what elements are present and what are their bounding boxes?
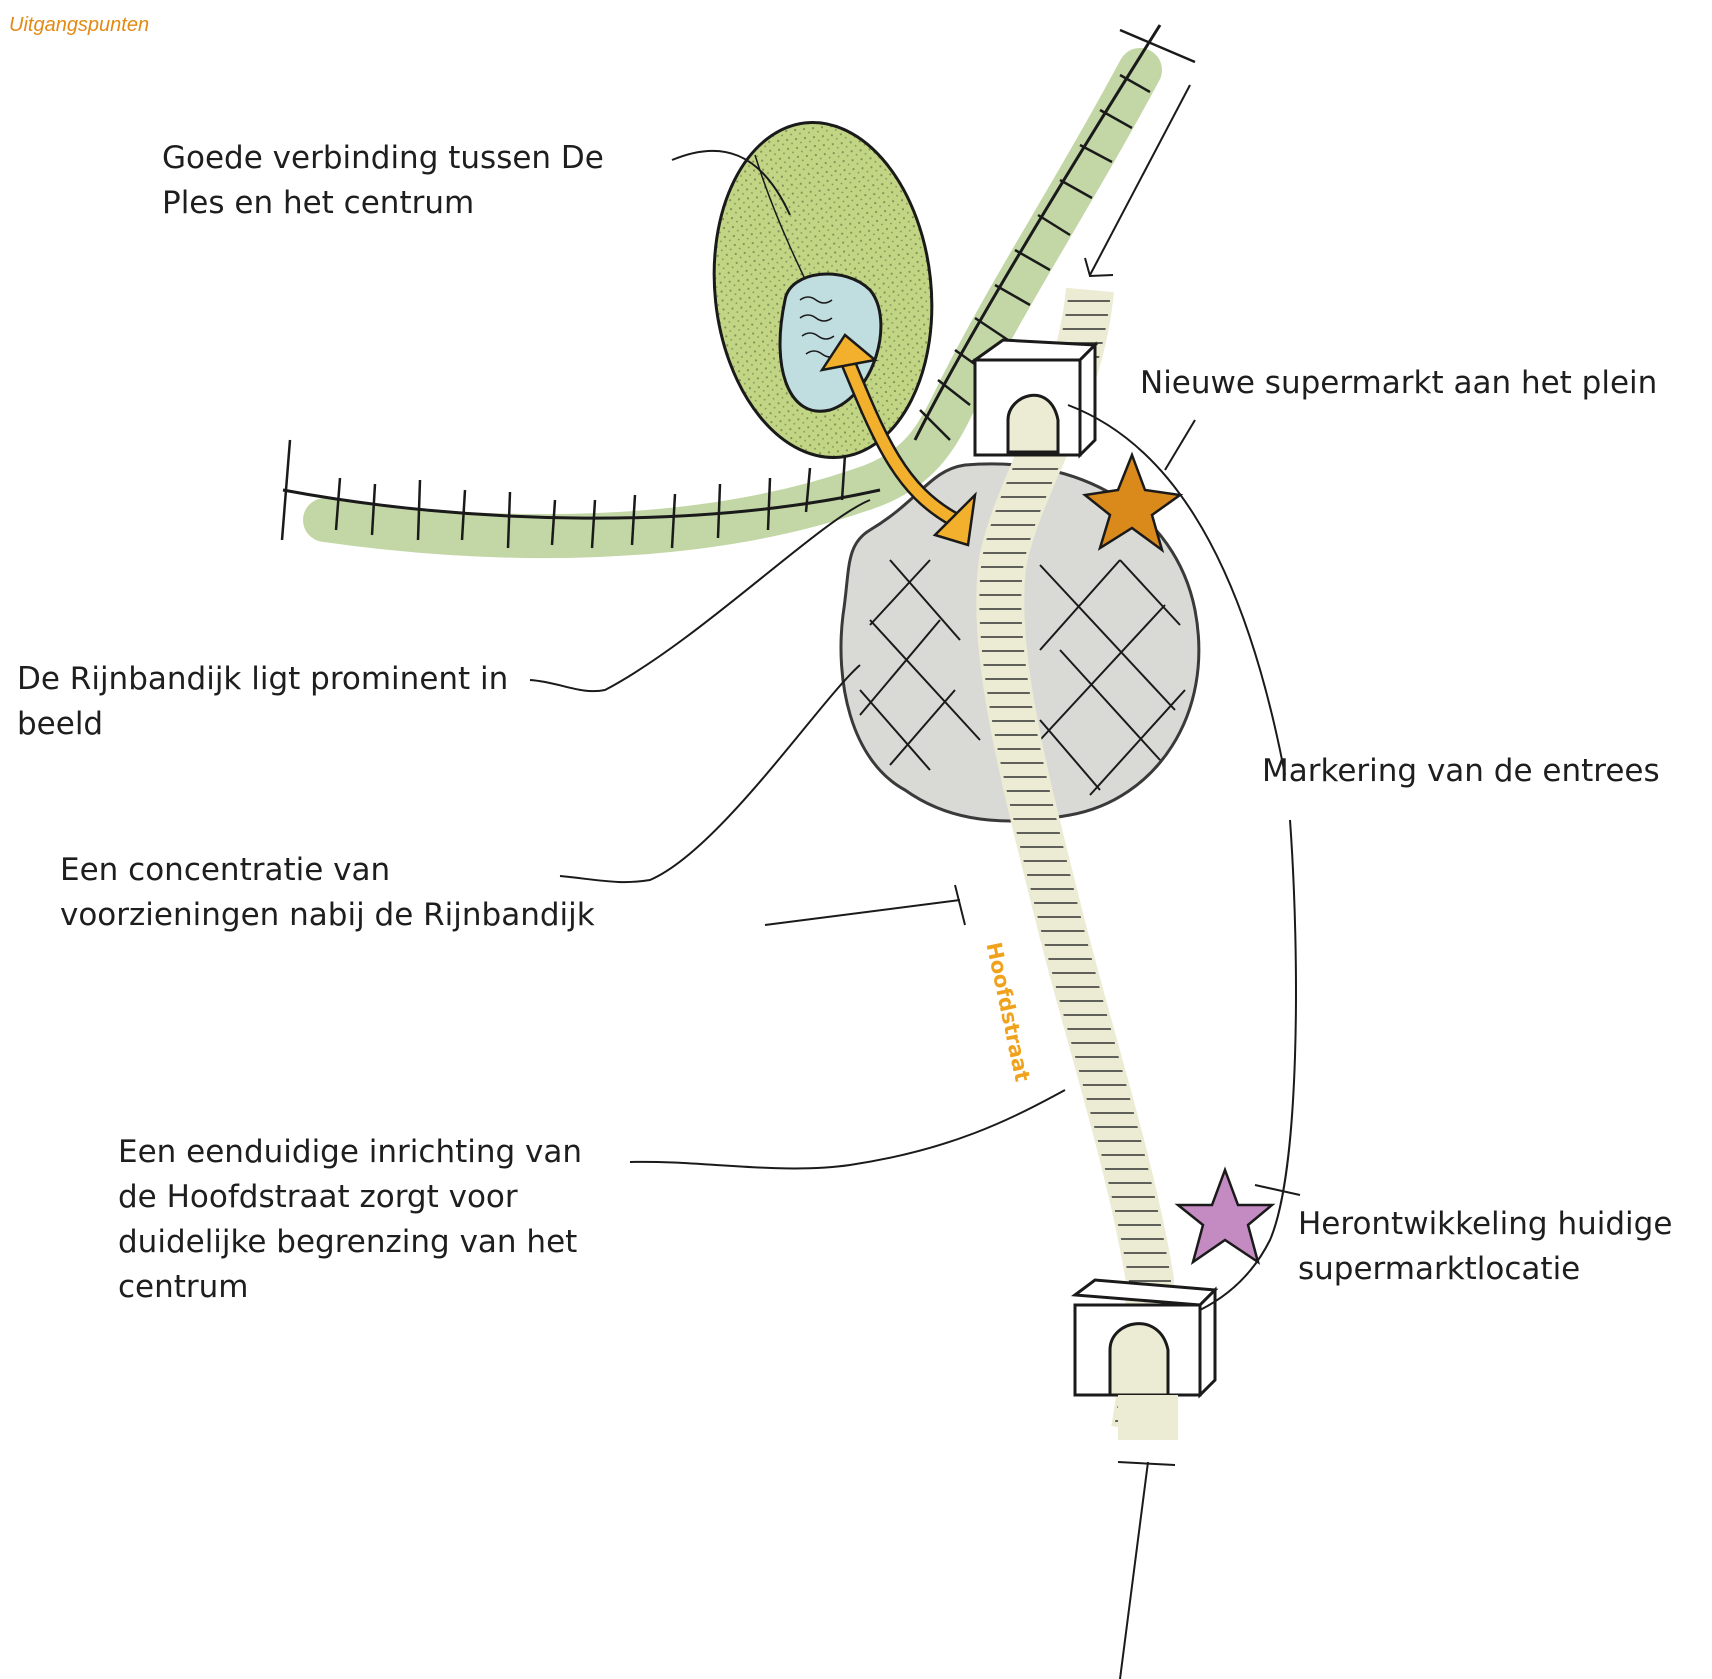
gate-south: [1075, 1280, 1215, 1395]
annotation-main-street: Een eenduidige inrichting van de Hoofdst…: [118, 1130, 582, 1310]
annotation-dike: De Rijnbandijk ligt prominent in beeld: [17, 657, 508, 747]
annotation-entrances: Markering van de entrees: [1262, 749, 1660, 794]
star-redevelopment: [1178, 1170, 1272, 1262]
annotation-connection: Goede verbinding tussen De Ples en het c…: [162, 136, 604, 226]
gate-north: [975, 340, 1095, 455]
annotation-concentration: Een concentratie van voorzieningen nabij…: [60, 848, 595, 938]
annotation-redevelopment: Herontwikkeling huidige supermarktlocati…: [1298, 1202, 1672, 1292]
annotation-new-supermarket: Nieuwe supermarkt aan het plein: [1140, 361, 1657, 406]
